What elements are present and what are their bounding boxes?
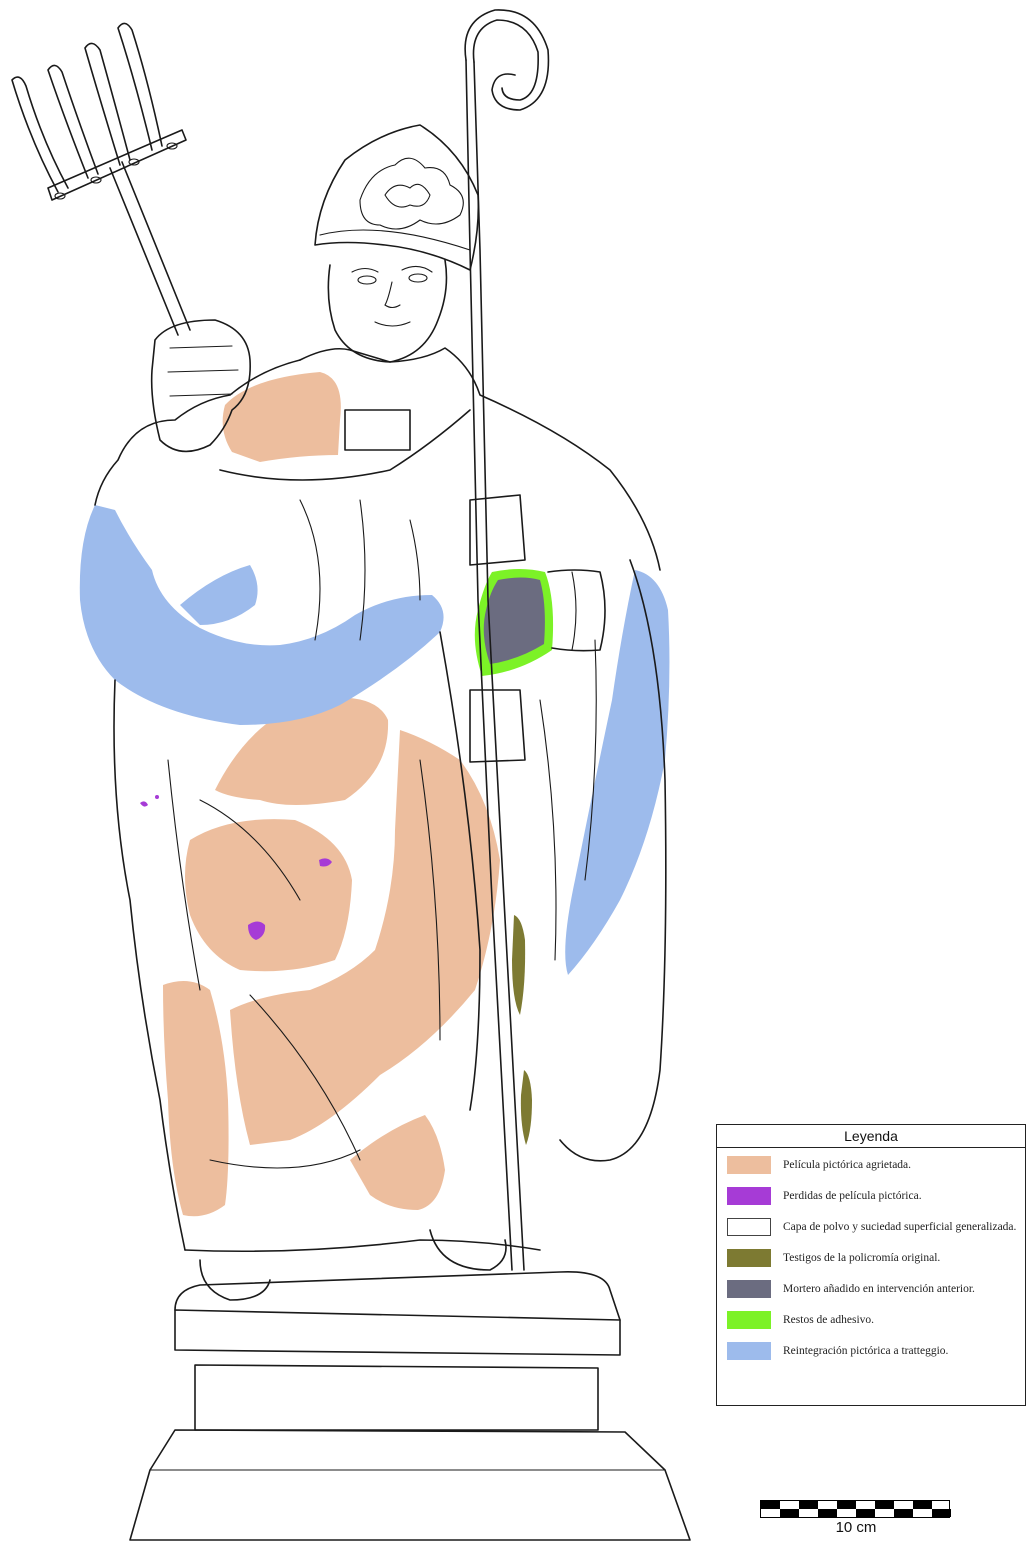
cracked-paint-zones [163, 372, 500, 1216]
legend-label: Restos de adhesivo. [783, 1314, 874, 1327]
legend-swatch [727, 1280, 771, 1298]
legend-item-adhesive-remains: Restos de adhesivo. [727, 1308, 1019, 1332]
scale-segment [837, 1501, 856, 1509]
legend-item-cracked-paint: Película pictórica agrietada. [727, 1153, 1019, 1177]
scale-segment [799, 1501, 818, 1509]
scale-bar-graphic [760, 1500, 950, 1518]
scale-bar: 10 cm [760, 1500, 952, 1540]
legend-label: Mortero añadido en intervención anterior… [783, 1283, 975, 1296]
legend-label: Capa de polvo y suciedad superficial gen… [783, 1221, 1016, 1234]
legend-swatch [727, 1187, 771, 1205]
legend-label: Perdidas de película pictórica. [783, 1190, 922, 1203]
legend-swatch [727, 1249, 771, 1267]
legend-label: Testigos de la policromía original. [783, 1252, 940, 1265]
scale-segment [856, 1509, 875, 1517]
scale-segment [913, 1501, 932, 1509]
legend-title: Leyenda [717, 1125, 1025, 1148]
legend-item-original-polychrome: Testigos de la policromía original. [727, 1246, 1019, 1270]
pitchfork [12, 23, 190, 335]
head [328, 260, 446, 362]
legend-swatch [727, 1342, 771, 1360]
scale-segment [780, 1509, 799, 1517]
mitre [315, 125, 478, 270]
legend-label: Reintegración pictórica a tratteggio. [783, 1345, 948, 1358]
scale-label: 10 cm [760, 1519, 952, 1536]
scale-segment [818, 1509, 837, 1517]
scale-segment [894, 1509, 913, 1517]
scale-segment [932, 1509, 951, 1517]
legend: Leyenda Película pictórica agrietada. Per… [716, 1124, 1026, 1406]
scale-segment [761, 1501, 780, 1509]
legend-swatch [727, 1218, 771, 1236]
pedestal [130, 1272, 690, 1540]
legend-item-tratteggio: Reintegración pictórica a tratteggio. [727, 1339, 1019, 1363]
legend-label: Película pictórica agrietada. [783, 1159, 911, 1172]
legend-list: Película pictórica agrietada. Perdidas de… [717, 1148, 1025, 1363]
legend-item-dust-layer: Capa de polvo y suciedad superficial gen… [727, 1215, 1019, 1239]
legend-swatch [727, 1156, 771, 1174]
scale-segment [875, 1501, 894, 1509]
legend-item-added-mortar: Mortero añadido en intervención anterior… [727, 1277, 1019, 1301]
legend-swatch [727, 1311, 771, 1329]
legend-item-paint-loss: Perdidas de película pictórica. [727, 1184, 1019, 1208]
